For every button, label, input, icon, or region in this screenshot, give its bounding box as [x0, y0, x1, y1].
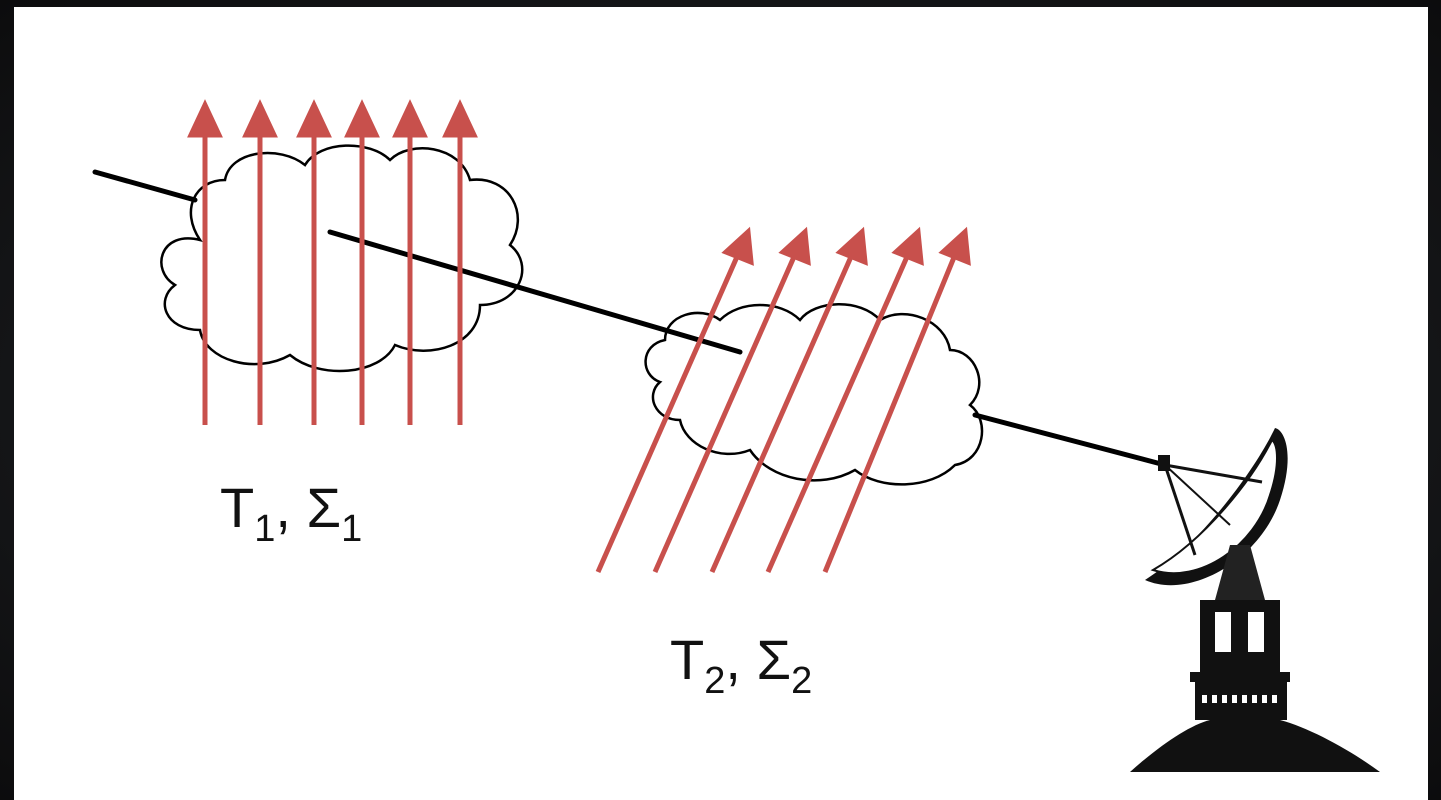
cloud1-temperature-sub: 1 [254, 508, 276, 550]
cloud2-sigma-sub: 2 [791, 660, 813, 702]
cloud1-label: T1, Σ1 [220, 476, 363, 550]
cloud2-label: T2, Σ2 [670, 628, 813, 702]
cloud2-temperature: T [670, 628, 705, 691]
cloud2-temperature-sub: 2 [704, 660, 726, 702]
cloud2-sigma: Σ [756, 628, 792, 691]
field-lines-1 [187, 99, 478, 425]
radio-telescope-icon [1130, 428, 1380, 772]
cloud-icon [160, 144, 524, 373]
cloud1-temperature: T [220, 476, 255, 539]
cloud1-sigma: Σ [306, 476, 342, 539]
field-lines-2 [595, 226, 971, 574]
sightline [92, 169, 1168, 468]
cloud1-sigma-sub: 1 [341, 508, 363, 550]
cloud-icon [644, 303, 984, 486]
